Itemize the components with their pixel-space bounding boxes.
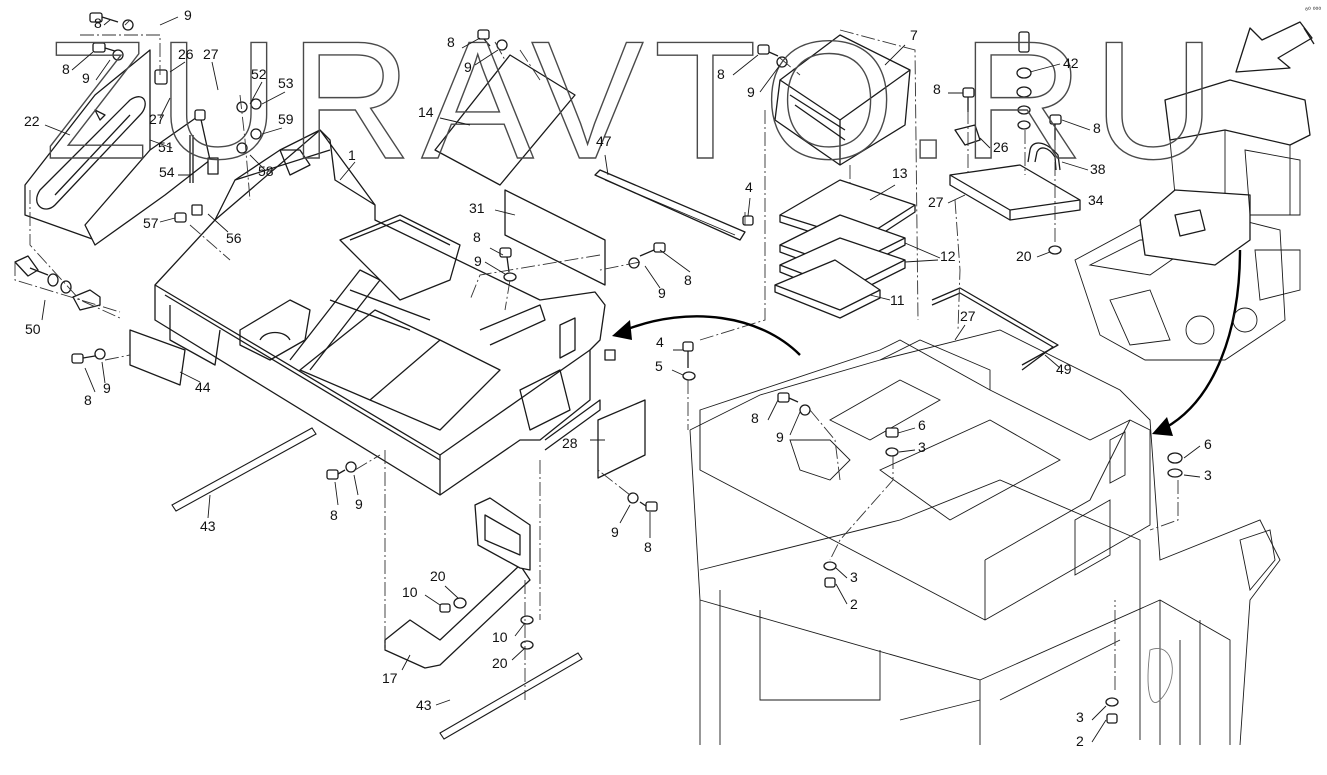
callout-34: 34 [1088, 192, 1104, 208]
bracket-17 [384, 497, 531, 669]
callout-28: 28 [562, 435, 578, 451]
assembly-arrows [612, 249, 1242, 436]
alignment-lines [14, 19, 1179, 700]
seat-cushion-7 [774, 34, 911, 166]
callout-52: 52 [251, 66, 267, 82]
callout-20: 20 [1016, 248, 1032, 264]
callout-49: 49 [1056, 361, 1072, 377]
callout-9: 9 [611, 524, 619, 540]
callout-1: 1 [348, 147, 356, 163]
image-code: ⁸⁰ ⁰⁰⁰ [1305, 6, 1321, 14]
handle-38 [1027, 142, 1061, 171]
callout-9: 9 [355, 496, 363, 512]
callout-10: 10 [402, 584, 418, 600]
callout-8: 8 [1093, 120, 1101, 136]
callout-9: 9 [747, 84, 755, 100]
callout-9: 9 [103, 380, 111, 396]
callout-2: 2 [1076, 733, 1084, 749]
callout-22: 22 [24, 113, 40, 129]
callout-labels: 8 9 8 9 26 27 52 53 22 27 59 51 58 54 57… [24, 7, 1212, 749]
rod-49 [931, 287, 1059, 371]
callout-9: 9 [184, 7, 192, 23]
callout-9: 9 [464, 59, 472, 75]
pad-11 [774, 259, 881, 319]
callout-27: 27 [203, 46, 219, 62]
bar-47 [594, 169, 746, 241]
clamp-26b [954, 124, 981, 146]
callout-38: 38 [1090, 161, 1106, 177]
callout-8: 8 [751, 410, 759, 426]
callout-8: 8 [473, 229, 481, 245]
callout-27: 27 [149, 111, 165, 127]
callout-3: 3 [850, 569, 858, 585]
callout-51: 51 [158, 139, 174, 155]
callout-44: 44 [195, 379, 211, 395]
callout-47: 47 [596, 133, 612, 149]
callout-3: 3 [1076, 709, 1084, 725]
callout-14: 14 [418, 104, 434, 120]
callout-26: 26 [993, 139, 1009, 155]
callout-42: 42 [1063, 55, 1079, 71]
callout-8: 8 [94, 15, 102, 31]
callout-4: 4 [745, 179, 753, 195]
rods-43 [171, 427, 583, 740]
callout-50: 50 [25, 321, 41, 337]
assembled-cover [699, 339, 1151, 621]
callout-8: 8 [62, 61, 70, 77]
callout-26: 26 [178, 46, 194, 62]
callout-57: 57 [143, 215, 159, 231]
plate-28 [597, 399, 646, 479]
callout-8: 8 [684, 272, 692, 288]
fasteners [14, 12, 1183, 724]
callout-10: 10 [492, 629, 508, 645]
callout-6: 6 [1204, 436, 1212, 452]
callout-6: 6 [918, 417, 926, 433]
direction-arrow-icon [1235, 21, 1315, 73]
callout-43: 43 [200, 518, 216, 534]
callout-8: 8 [447, 34, 455, 50]
watermark-text: ZURAVTO.RU [45, 6, 1225, 194]
callout-59: 59 [278, 111, 294, 127]
callout-43: 43 [416, 697, 432, 713]
callout-2: 2 [850, 596, 858, 612]
callout-17: 17 [382, 670, 398, 686]
leader-lines [41, 16, 1201, 743]
callout-9: 9 [82, 70, 90, 86]
callout-8: 8 [933, 81, 941, 97]
callout-9: 9 [474, 253, 482, 269]
callout-9: 9 [776, 429, 784, 445]
cover-housing [154, 129, 616, 496]
callout-9: 9 [658, 285, 666, 301]
callout-4: 4 [656, 334, 664, 350]
callout-12: 12 [940, 248, 956, 264]
main-frame-outline [689, 329, 1281, 746]
bracket-34 [949, 164, 1081, 221]
callout-53: 53 [278, 75, 294, 91]
callout-56: 56 [226, 230, 242, 246]
callout-20: 20 [492, 655, 508, 671]
callout-7: 7 [910, 27, 918, 43]
plate-44 [129, 329, 186, 386]
callout-20: 20 [430, 568, 446, 584]
callout-3: 3 [1204, 467, 1212, 483]
callout-11: 11 [890, 292, 905, 308]
callout-13: 13 [892, 165, 908, 181]
callout-8: 8 [717, 66, 725, 82]
machine-inset [1074, 79, 1311, 361]
callout-3: 3 [918, 439, 926, 455]
callout-8: 8 [84, 392, 92, 408]
top-plate [434, 54, 576, 186]
callout-27: 27 [928, 194, 944, 210]
callout-5: 5 [655, 358, 663, 374]
callout-8: 8 [644, 539, 652, 555]
callout-8: 8 [330, 507, 338, 523]
callout-31: 31 [469, 200, 485, 216]
callout-54: 54 [159, 164, 175, 180]
callout-27: 27 [960, 308, 976, 324]
plate-31 [504, 189, 606, 286]
